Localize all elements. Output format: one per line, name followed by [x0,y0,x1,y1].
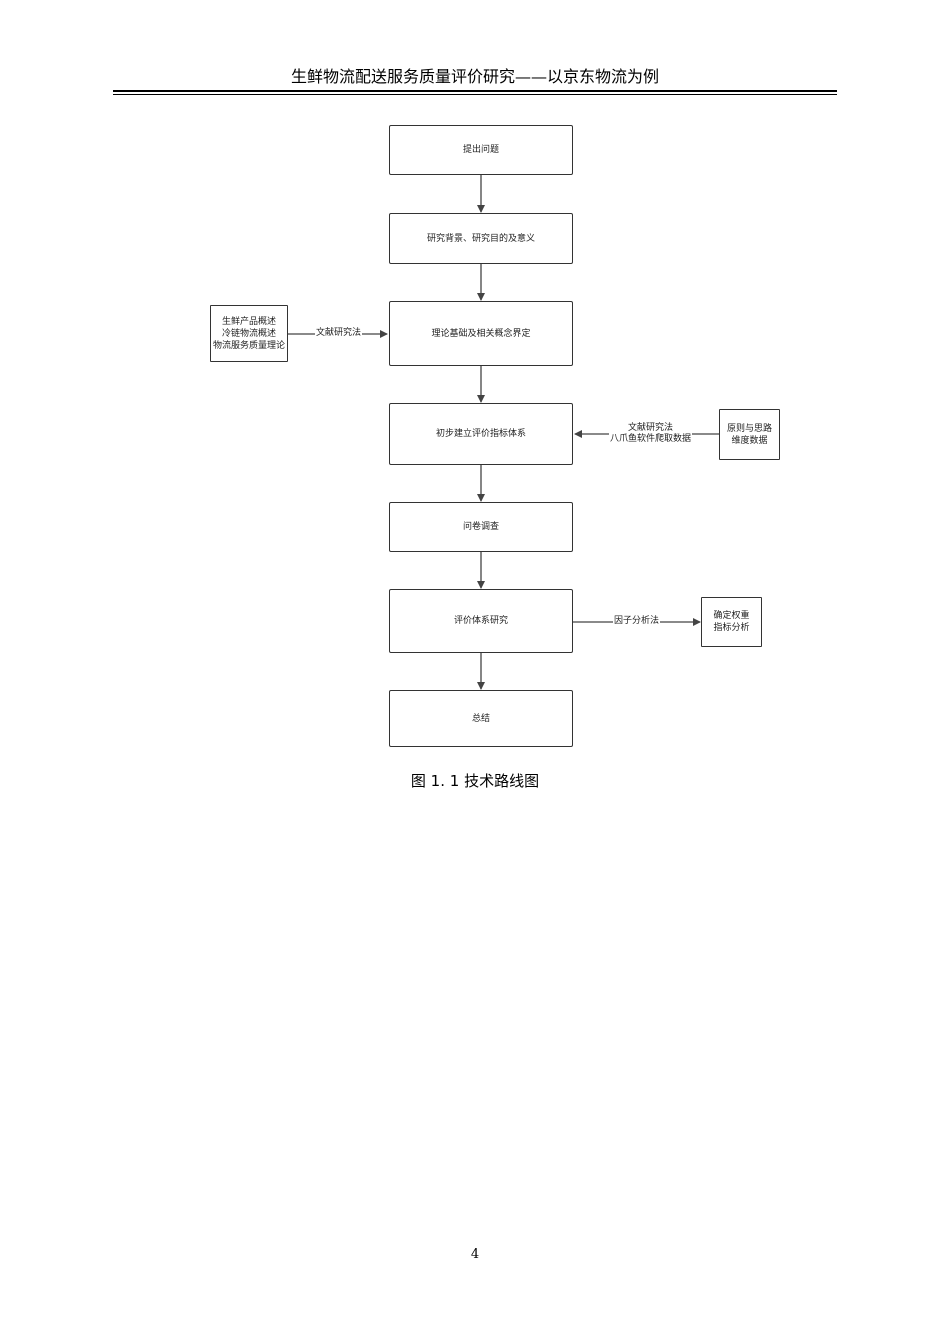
flow-node-label: 研究背景、研究目的及意义 [426,233,535,244]
flow-node-index-system: 初步建立评价指标体系 [389,403,573,465]
side-node-line: 确定权重 [713,611,750,621]
page-header-title: 生鲜物流配送服务质量评价研究——以京东物流为例 [290,67,659,86]
side-node-line: 维度数据 [731,435,768,446]
side-node-principles: 原则与思路 维度数据 [719,409,780,460]
header-rule-thin [113,94,837,95]
side-node-line: 指标分析 [713,623,750,633]
flow-node-label: 问卷调查 [462,522,499,532]
flow-node-label: 评价体系研究 [453,616,508,626]
edge-label-line: 文献研究法 [628,423,674,433]
side-node-line: 冷链物流概述 [221,328,276,339]
side-node-line: 原则与思路 [726,423,772,434]
side-node-weights: 确定权重 指标分析 [701,597,762,647]
flow-node-evaluation: 评价体系研究 [389,589,573,653]
flow-node-theory: 理论基础及相关概念界定 [389,301,573,366]
page-number: 4 [470,1247,480,1262]
figure-caption: 图 1. 1 技术路线图 [410,772,540,790]
edge-label-right-index: 文献研究法 八爪鱼软件爬取数据 [609,423,693,445]
side-node-line: 物流服务质量理论 [212,340,285,351]
side-node-line: 生鲜产品概述 [221,316,276,327]
flow-node-survey: 问卷调查 [389,502,573,552]
flow-node-summary: 总结 [389,690,573,747]
flow-node-label: 初步建立评价指标体系 [435,429,526,439]
flow-node-background: 研究背景、研究目的及意义 [389,213,573,264]
side-node-left-theory: 生鲜产品概述 冷链物流概述 物流服务质量理论 [210,305,288,362]
edge-label-line: 八爪鱼软件爬取数据 [610,434,692,444]
flow-node-label: 总结 [471,713,490,724]
flow-node-label: 理论基础及相关概念界定 [431,328,531,339]
header-rule-thick [113,90,837,92]
edge-label-left: 文献研究法 [315,328,363,339]
flow-node-raise-question: 提出问题 [389,125,573,175]
edge-label-factor: 因子分析法 [613,616,661,627]
flow-node-label: 提出问题 [462,145,499,155]
